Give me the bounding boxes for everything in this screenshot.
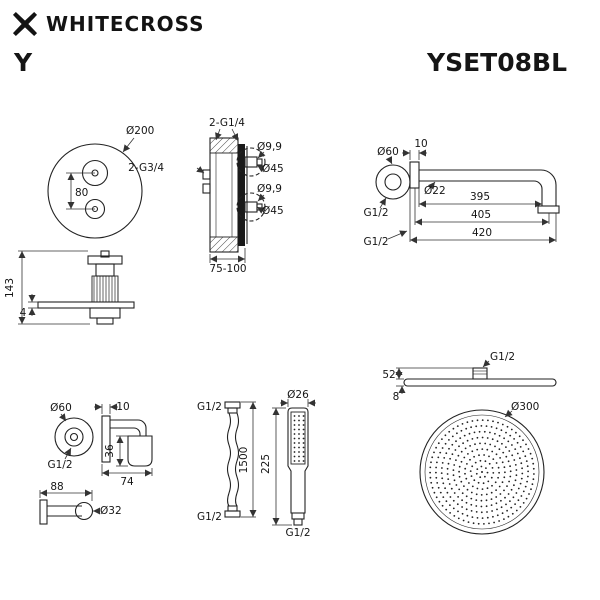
dim-label-top-connections: 2-G1/4 [209,117,245,129]
thread-label-handshower: G1/2 [285,527,310,539]
dim-label-outlet-diameter: Ø32 [100,505,122,517]
headshower-disc-side [403,378,557,387]
headshower-face-circle [419,409,545,535]
dim-label-handshower-diameter: Ø26 [287,389,309,401]
dim-label-headshower-connector: 52 [382,369,395,381]
mixer-side-view: 2-G1/4 2-G3/4 Ø9,9 Ø45 Ø9,9 Ø45 75-100 [128,117,284,275]
hand-shower-view: Ø26 225 G1/2 [260,389,316,539]
dim-label-length-2: 405 [471,209,491,221]
dim-label-holder-height: 36 [104,444,116,458]
dim-holder-height [116,435,128,467]
dim-depth-range [209,248,246,263]
dim-headshower-thickness [396,385,406,394]
dim-arm-lengths [409,188,557,244]
dim-label-tube-diameter: Ø22 [424,185,446,197]
dim-handshower-length [272,407,292,526]
hose-view: G1/2 G1/2 1500 [197,401,257,523]
dim-outlet-depth [101,464,153,477]
dim-hose-length [241,401,257,518]
dim-handle-spacing [66,172,95,210]
mixer-profile-view: 143 4 [4,250,135,325]
dim-label-hole-2: Ø9,9 [257,183,282,195]
dim-label-headshower-thickness: 8 [393,391,400,403]
dim-plate-thickness [28,294,38,316]
dim-label-height: 143 [4,278,16,298]
thread-label-arm-2: G1/2 [363,236,388,248]
dim-label-handle-spacing: 80 [75,187,88,199]
dim-label-trim-1: Ø45 [262,163,284,175]
shower-arm-view: Ø60 10 Ø22 G1/2 G1/2 395 405 420 [363,138,560,248]
head-shower-view: G1/2 52 8 Ø300 [382,351,557,535]
mixer-front-view: 80 Ø200 [47,125,154,239]
dim-label-arm-depth: 10 [414,138,427,150]
dim-outlet-plate-depth [94,403,118,414]
model-number: YSET08BL [426,48,567,77]
dim-outlet-length [39,489,93,501]
thread-label-hose-top: G1/2 [197,401,222,413]
dim-label-headshower-diameter: Ø300 [511,401,539,413]
brand-name: WHITECROSS [46,12,205,36]
dim-label-outlet-length: 88 [50,481,63,493]
faceplate-circle [47,143,143,239]
dim-label-length-3: 420 [472,227,492,239]
outlet-flange-circle [54,417,94,457]
dim-label-side-connections: 2-G3/4 [128,162,164,174]
wall-outlet-view: Ø60 G1/2 10 36 74 [39,401,153,525]
dim-label-outlet-flange: Ø60 [50,402,72,414]
brand-logo-row: WHITECROSS [12,11,205,37]
thread-label-outlet: G1/2 [47,459,72,471]
dim-label-outlet-depth: 74 [120,476,134,488]
dim-label-outlet-plate-depth: 10 [116,401,129,413]
dim-label-faceplate-diameter: Ø200 [126,125,154,137]
dim-handshower-diameter [280,399,316,407]
dim-label-length-1: 395 [470,191,490,203]
dim-label-handshower-length: 225 [260,454,272,474]
dim-height [18,250,90,325]
handshower-spray-face [290,411,306,465]
arm-flange-circle [375,164,411,200]
thread-label-arm-1: G1/2 [363,207,388,219]
whitecross-x-icon [12,11,38,37]
dim-headshower-connector [395,367,473,380]
dim-label-arm-flange: Ø60 [377,146,399,158]
dim-arm-flange-depth [402,149,427,160]
series-label: Y [14,48,33,77]
dim-label-depth-range: 75-100 [209,263,246,275]
dim-label-trim-2: Ø45 [262,205,284,217]
head-shower-dots [429,419,535,525]
thread-label-hose-bottom: G1/2 [197,511,222,523]
thread-label-headshower: G1/2 [490,351,515,363]
trim-plate-edge [238,144,245,246]
dim-label-hole-1: Ø9,9 [257,141,282,153]
dim-label-hose-length: 1500 [238,447,250,474]
dim-label-plate-thickness: 4 [20,307,27,319]
